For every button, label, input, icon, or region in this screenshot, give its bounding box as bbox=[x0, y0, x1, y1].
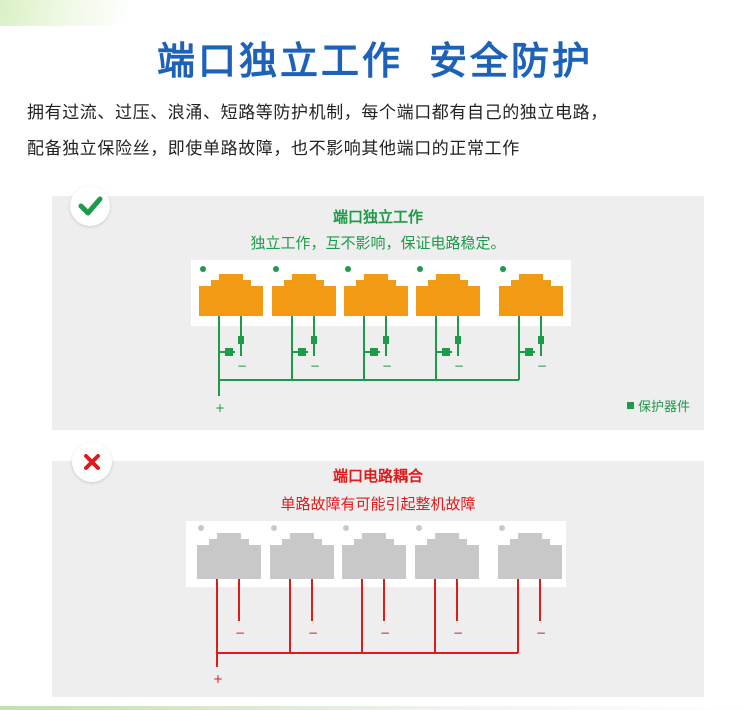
protection-device bbox=[442, 348, 450, 356]
minus-sign: − bbox=[537, 359, 547, 373]
protection-device bbox=[525, 348, 533, 356]
ethernet-port-5 bbox=[499, 274, 563, 316]
protection-device bbox=[298, 348, 306, 356]
coupled-ports-panel: 端口电路耦合 单路故障有可能引起整机故障 − − − − − + bbox=[52, 461, 704, 697]
legend-label: 保护器件 bbox=[637, 400, 690, 415]
port-status-dot bbox=[271, 525, 277, 531]
port-status-dot bbox=[416, 525, 422, 531]
port-status-dot bbox=[499, 525, 505, 531]
ethernet-port-4 bbox=[416, 274, 480, 316]
port-status-dot bbox=[345, 266, 351, 272]
corner-leaf-decoration bbox=[0, 0, 130, 26]
ethernet-port-1 bbox=[199, 274, 263, 316]
protection-device bbox=[225, 348, 233, 356]
title-left: 端口独立工作 bbox=[156, 39, 403, 83]
bottom-divider bbox=[0, 706, 750, 710]
minus-sign: − bbox=[237, 359, 247, 373]
legend-protection-device: 保护器件 bbox=[626, 396, 690, 415]
minus-sign: − bbox=[454, 359, 464, 373]
protection-device bbox=[311, 336, 317, 344]
minus-sign: − bbox=[453, 626, 463, 640]
minus-sign: − bbox=[235, 626, 245, 640]
port-status-dot bbox=[500, 266, 506, 272]
port-status-dot bbox=[343, 525, 349, 531]
plus-sign: + bbox=[213, 672, 223, 686]
panel-bad-title: 端口电路耦合 bbox=[332, 467, 423, 485]
independent-circuit-diagram: − − − − − + bbox=[199, 266, 563, 415]
panel-good-subtitle: 独立工作，互不影响，保证电路稳定。 bbox=[250, 234, 506, 252]
minus-sign: − bbox=[308, 626, 318, 640]
ethernet-port-3 bbox=[344, 274, 408, 316]
page-title: 端口独立工作安全防护 bbox=[0, 30, 750, 85]
port-status-dot bbox=[273, 266, 279, 272]
port-status-dot bbox=[198, 525, 204, 531]
ethernet-port-5 bbox=[498, 533, 562, 579]
minus-sign: − bbox=[382, 359, 392, 373]
protection-device bbox=[538, 336, 544, 344]
x-icon bbox=[84, 454, 100, 470]
description-line-1: 拥有过流、过压、浪涌、短路等防护机制，每个端口都有自己的独立电路， bbox=[27, 103, 608, 123]
check-badge bbox=[70, 186, 110, 226]
check-icon bbox=[78, 196, 103, 216]
protection-device bbox=[370, 348, 378, 356]
minus-sign: − bbox=[380, 626, 390, 640]
panel-good-title: 端口独立工作 bbox=[332, 208, 423, 226]
independent-ports-panel: 端口独立工作 独立工作，互不影响，保证电路稳定。 − − − − − + 保护器件 bbox=[52, 196, 704, 430]
protection-device bbox=[455, 336, 461, 344]
ethernet-port-3 bbox=[342, 533, 406, 579]
description-line-2: 配备独立保险丝，即使单路故障，也不影响其他端口的正常工作 bbox=[27, 139, 520, 159]
panel-bad-subtitle: 单路故障有可能引起整机故障 bbox=[280, 495, 476, 513]
title-right: 安全防护 bbox=[429, 39, 594, 83]
protection-device bbox=[383, 336, 389, 344]
plus-sign: + bbox=[215, 401, 225, 415]
ethernet-port-2 bbox=[270, 533, 334, 579]
ethernet-port-4 bbox=[415, 533, 479, 579]
port-status-dot bbox=[200, 266, 206, 272]
legend-swatch bbox=[626, 402, 634, 409]
ethernet-port-1 bbox=[197, 533, 261, 579]
minus-sign: − bbox=[310, 359, 320, 373]
coupled-circuit-diagram: − − − − − + bbox=[197, 525, 562, 686]
minus-sign: − bbox=[536, 626, 546, 640]
protection-device bbox=[238, 336, 244, 344]
x-badge bbox=[72, 442, 112, 482]
port-status-dot bbox=[417, 266, 423, 272]
ethernet-port-2 bbox=[272, 274, 336, 316]
